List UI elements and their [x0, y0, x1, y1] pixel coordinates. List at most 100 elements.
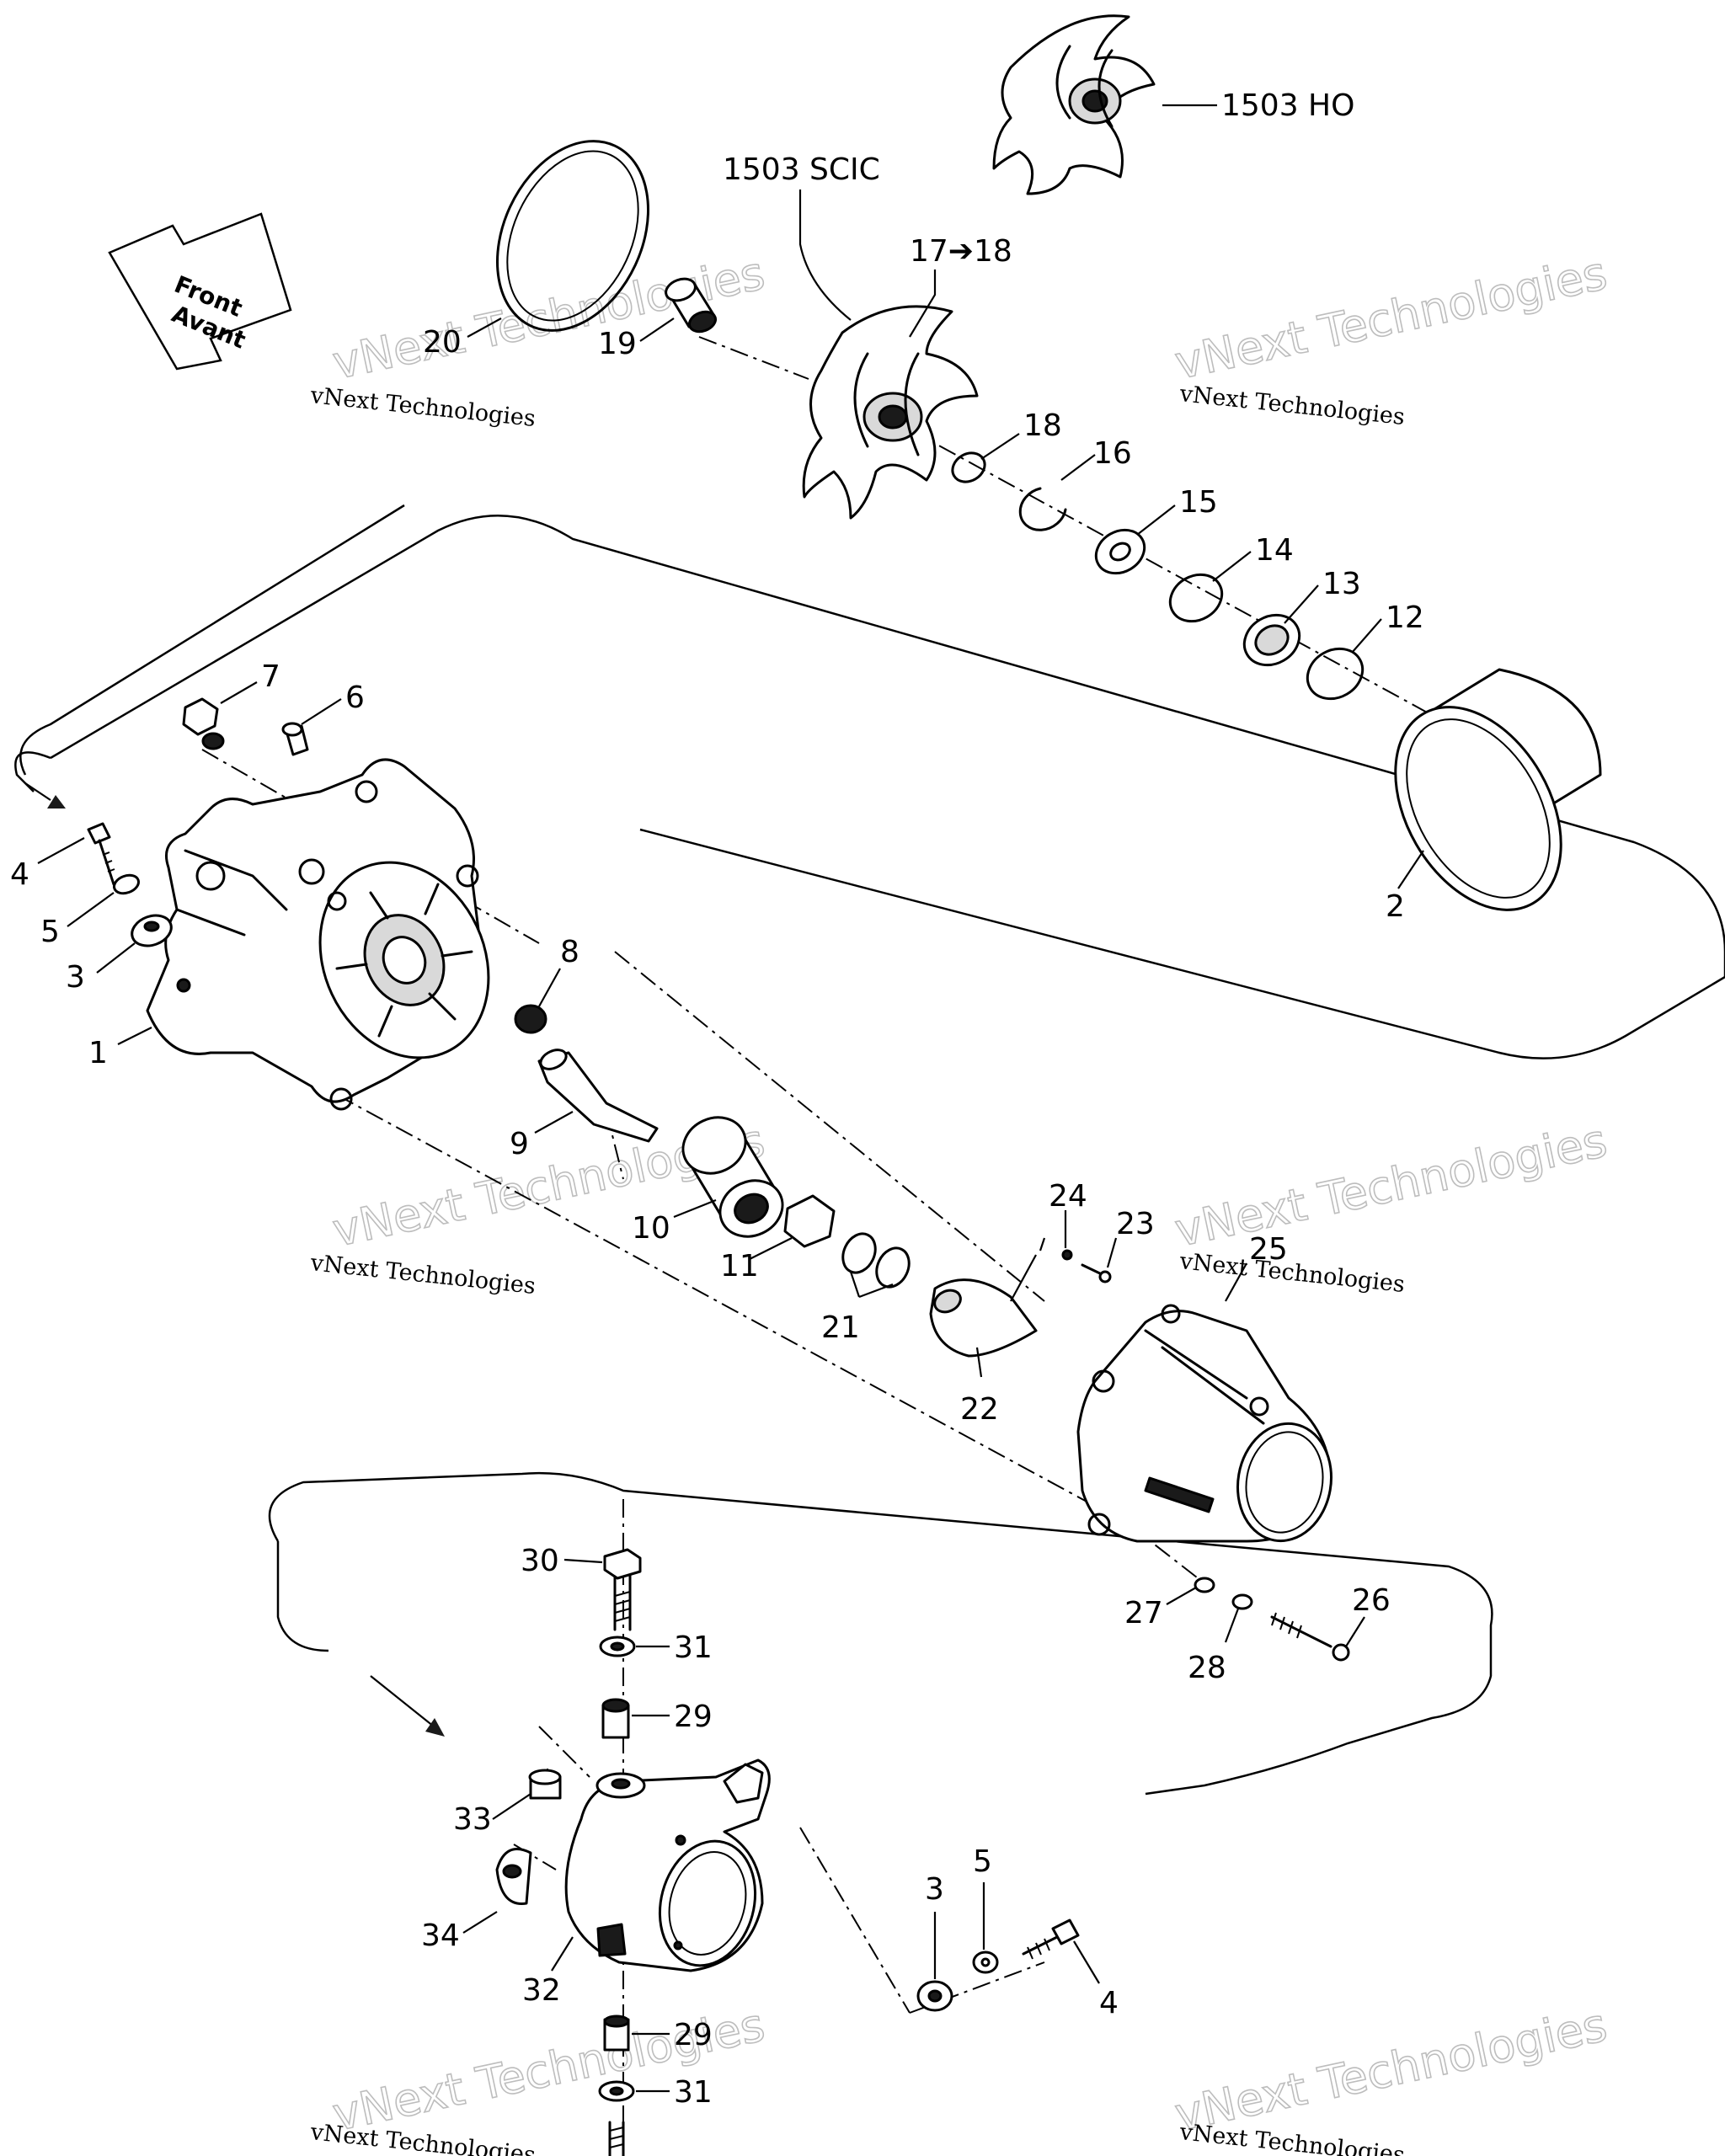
leader-20: [467, 318, 502, 338]
housing-lug-hole: [329, 1087, 353, 1111]
watermark-small-text: vNext Technologies: [1178, 381, 1406, 430]
venturi-ribs: [1144, 1329, 1265, 1425]
flow-arrow-line: [370, 1675, 435, 1727]
bearing-bore: [734, 1193, 769, 1225]
bolt-thread: [609, 2127, 624, 2148]
nozzle-outlet: [658, 1839, 757, 1967]
label-20: 20: [423, 325, 462, 360]
label-21: 21: [821, 1310, 860, 1345]
assembly-boundary-main-bottom: [639, 828, 1725, 1059]
nozzle-small-hole: [673, 1940, 683, 1951]
part-21-o-rings: [841, 1232, 911, 1289]
watermark-small-text: vNext Technologies: [1178, 2119, 1406, 2156]
venturi-outlet-inner: [1245, 1431, 1324, 1534]
seal-inner: [1254, 624, 1290, 656]
washer-hole: [610, 1641, 625, 1652]
leader-23: [1106, 1237, 1118, 1268]
part-16-circlip: [1018, 487, 1067, 531]
leader-14: [1212, 551, 1252, 582]
label-4-lower: 4: [1099, 1986, 1119, 2020]
housing-lug-hole: [456, 864, 479, 888]
grommet-hole: [143, 921, 160, 932]
label-29-lower: 29: [674, 2018, 713, 2052]
leader-32: [551, 1936, 574, 1972]
leader-12: [1351, 618, 1382, 654]
venturi-lug-hole: [1092, 1369, 1115, 1393]
part-20-wear-ring: [496, 140, 649, 332]
watermark-mid-right: vNext Technologies vNext Technologies: [1170, 1113, 1612, 1298]
nozzle-small-hole: [675, 1834, 686, 1846]
label-5-upper: 5: [40, 915, 60, 949]
ring: [1306, 647, 1365, 701]
leader-7: [220, 681, 258, 704]
part-34-grommet: [495, 1848, 532, 1905]
watermark-small-text: vNext Technologies: [1178, 1248, 1406, 1298]
sleeve-end: [665, 277, 697, 302]
part-9-impeller-shaft: [537, 1049, 659, 1143]
label-2: 2: [1386, 889, 1405, 924]
label-13: 13: [1322, 567, 1361, 601]
part-15-washer: [1094, 528, 1146, 575]
centerline: [614, 951, 1045, 1302]
label-7: 7: [261, 659, 280, 694]
impeller-1503-scic: [802, 305, 979, 520]
housing-boss: [195, 861, 226, 891]
leader-13: [1284, 584, 1319, 624]
label-9: 9: [510, 1127, 529, 1161]
label-3-lower: 3: [925, 1872, 944, 1907]
centerline: [698, 336, 809, 380]
label-23: 23: [1116, 1207, 1155, 1241]
nozzle-outlet-inner: [668, 1851, 747, 1956]
leader-15: [1136, 504, 1176, 536]
label-18: 18: [1023, 408, 1062, 443]
impeller-bore: [878, 404, 908, 430]
label-24: 24: [1049, 1179, 1087, 1214]
assembly-boundary-nozzle-left: [276, 1541, 329, 1652]
washer-hole: [1109, 542, 1131, 562]
label-1503-scic: 1503 SCIC: [723, 152, 880, 187]
leader-2: [1397, 850, 1424, 889]
leader-21: [849, 1271, 894, 1299]
part-2-wear-ring: [1394, 668, 1602, 911]
part-31-washer-lower: [598, 2080, 635, 2102]
nozzle-steering-arm: [723, 1763, 764, 1804]
housing-bore-center: [382, 936, 427, 985]
leader-1: [117, 1027, 152, 1045]
label-17-18: 17➔18: [910, 234, 1012, 269]
venturi-lug-hole: [1161, 1304, 1181, 1324]
leader-22: [975, 1347, 983, 1378]
label-26: 26: [1352, 1583, 1391, 1618]
washer-hole: [609, 2086, 624, 2096]
part-3-grommet-lower: [916, 1980, 953, 2012]
housing-small-hole: [176, 978, 191, 993]
leader-11: [749, 1237, 793, 1260]
part-4-bolt-upper: [87, 822, 115, 886]
part-1-pump-housing: [146, 758, 490, 1111]
part-28-lock-washer: [1231, 1593, 1253, 1610]
watermark-bottom-right: vNext Technologies vNext Technologies: [1170, 1998, 1612, 2156]
part-5-washer-lower: [972, 1951, 999, 1974]
leader-4a: [37, 837, 85, 864]
part-6-plug: [281, 722, 309, 756]
nut-hex: [182, 697, 219, 736]
part-19-sleeve: [665, 277, 717, 334]
assembly-boundary-main: [14, 514, 1725, 977]
o-ring: [875, 1246, 911, 1289]
ring: [951, 451, 986, 483]
part-29-bushing-lower: [603, 2015, 630, 2052]
leader-lines: [37, 104, 1424, 2093]
label-10: 10: [632, 1211, 670, 1246]
part-bottom-bolt-partial: [608, 2121, 625, 2156]
label-1503-ho: 1503 HO: [1221, 88, 1354, 123]
label-30: 30: [521, 1544, 559, 1578]
washer-hole: [980, 1957, 991, 1967]
venturi-lug-hole: [1087, 1513, 1111, 1536]
watermark-small-text: vNext Technologies: [308, 1250, 537, 1299]
watermark-small-text: vNext Technologies: [308, 382, 537, 432]
bolt-head: [603, 1548, 642, 1580]
part-11-nut: [783, 1194, 836, 1248]
leader-16: [1060, 454, 1096, 481]
part-14-o-ring: [1168, 573, 1224, 623]
nozzle-lower-boss: [596, 1923, 627, 1957]
